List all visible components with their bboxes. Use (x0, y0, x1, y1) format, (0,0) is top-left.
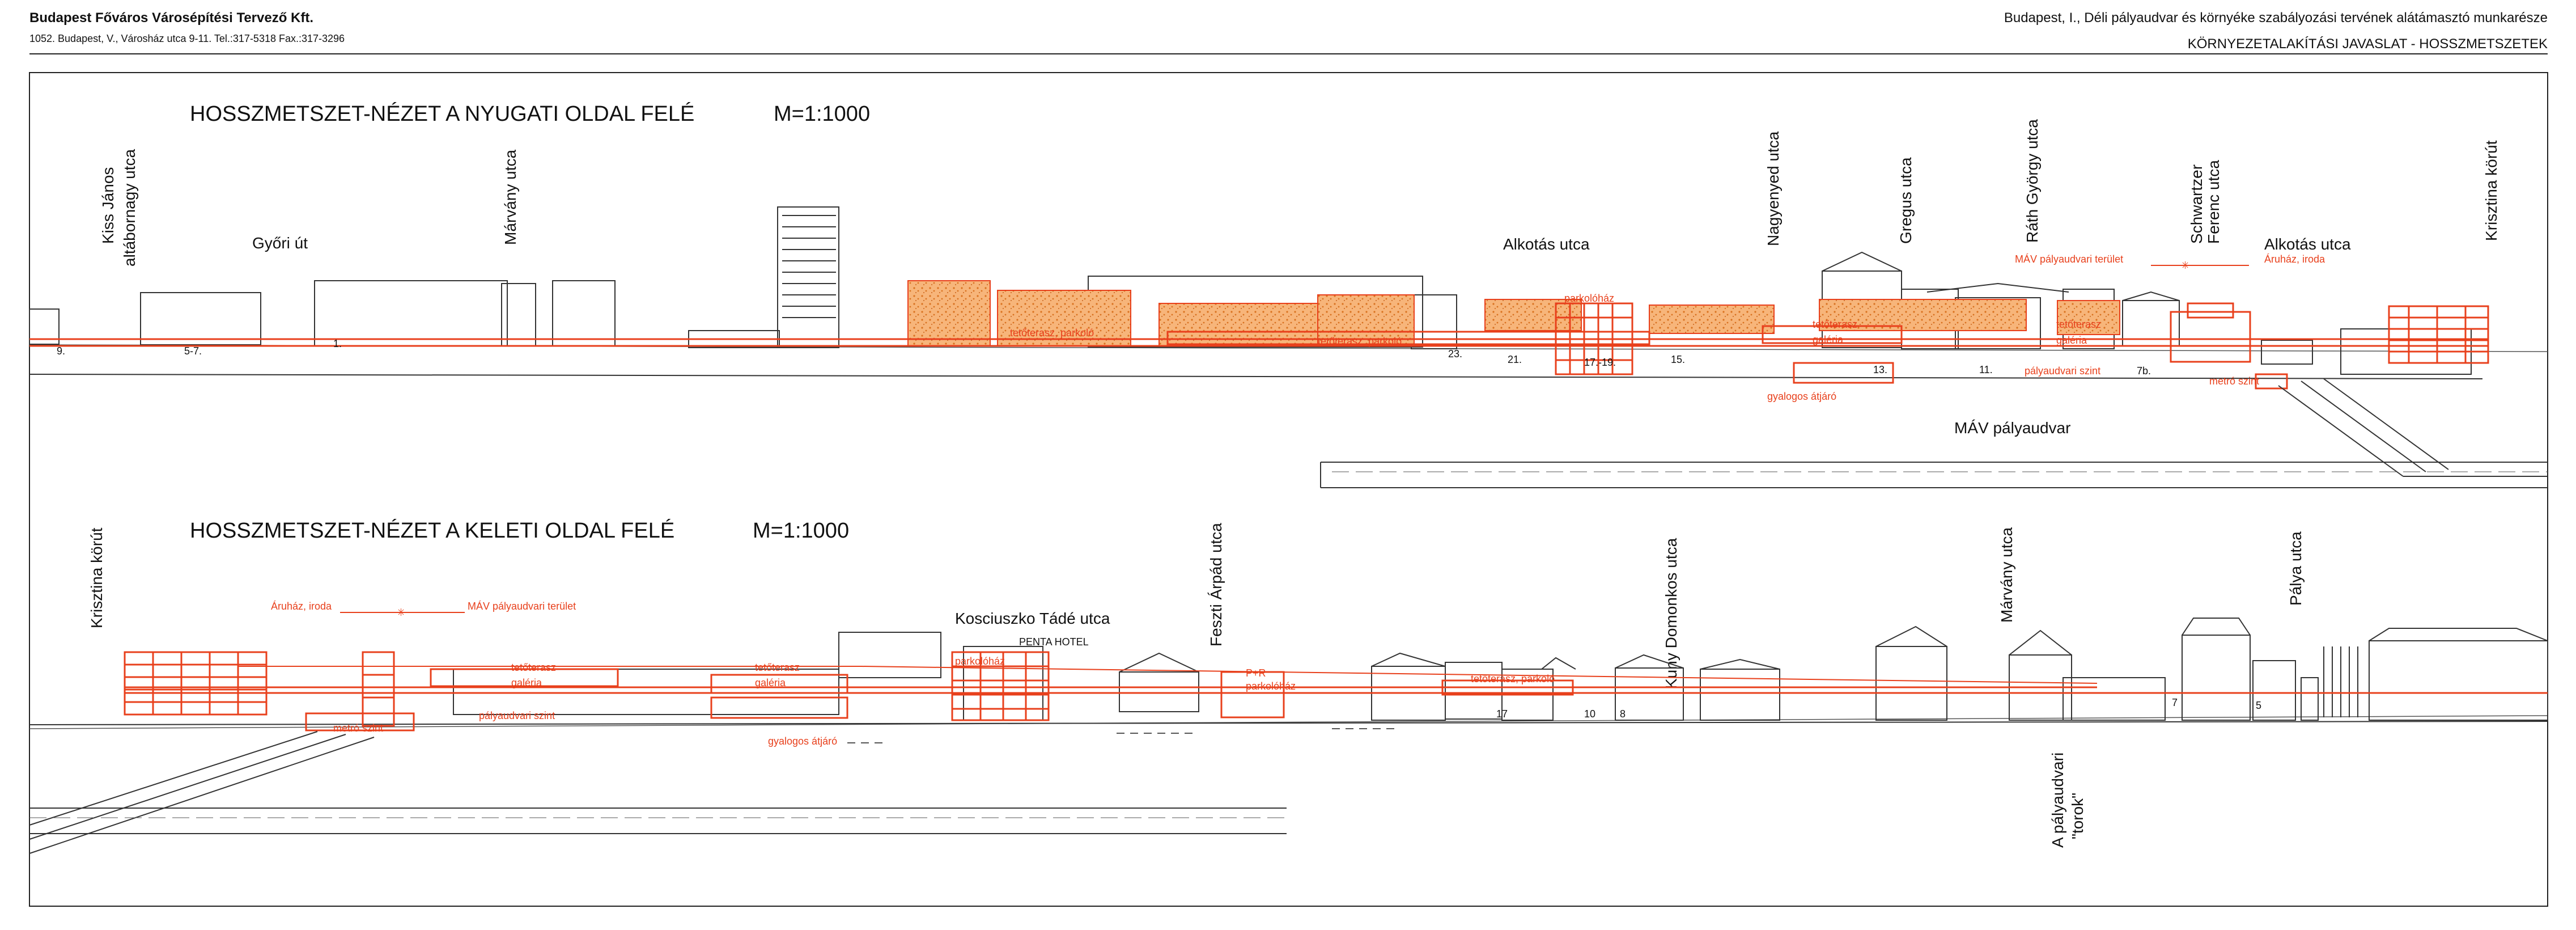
label-metro-szint-west: metró szint (2209, 375, 2259, 387)
street-palya: Pálya utca (2287, 531, 2305, 606)
label-torok-1: A pályaudvari (2049, 753, 2066, 848)
label-parkolohaz-west: parkolóház (1564, 293, 1614, 304)
west-number: 9. (57, 345, 65, 357)
west-buildings (29, 206, 2472, 375)
east-terrain-line (29, 721, 2548, 725)
east-number: 10 (1584, 708, 1595, 720)
label-penta-hotel: PENTA HOTEL (1019, 636, 1089, 648)
west-number: 21. (1508, 354, 1522, 365)
label-tetoterasz-west-b: tetőterasz (2056, 319, 2101, 330)
west-number: 11. (1979, 364, 1993, 375)
street-gyori: Győri út (252, 234, 308, 252)
street-nagyenyed: Nagyenyed utca (1764, 131, 1782, 246)
street-kosciuszko: Kosciuszko Tádé utca (955, 610, 1110, 627)
street-marvany-east: Márvány utca (1998, 527, 2015, 623)
street-kiss-1: Kiss János (99, 167, 117, 244)
west-number: 23. (1448, 348, 1462, 360)
label-tetoterasz-parkolo-2: tetőterasz, parkoló (1318, 336, 1402, 347)
street-alkotas-2: Alkotás utca (2264, 235, 2351, 253)
label-palyaudvari-szint-east: pályaudvari szint (479, 710, 555, 721)
label-pr-parkolohaz: parkolóház (1246, 680, 1296, 692)
project-title: Budapest, I., Déli pályaudvar és környék… (2004, 10, 2548, 26)
street-kiss-2: altábornagy utca (121, 149, 138, 267)
west-orange-structure (29, 302, 2489, 390)
company-name: Budapest Főváros Városépítési Tervező Kf… (29, 10, 314, 26)
street-krisztina: Krisztina körút (2482, 140, 2500, 241)
west-number: 13. (1873, 364, 1887, 375)
west-title: HOSSZMETSZET-NÉZET A NYUGATI OLDAL FELÉ (190, 102, 694, 126)
label-mav-terulet-west: MÁV pályaudvari terület (2015, 253, 2123, 265)
label-gyalogos-east: gyalogos átjáró (768, 735, 837, 747)
street-alkotas-1: Alkotás utca (1503, 235, 1590, 253)
street-schwartzer-1: Schwartzer (2188, 164, 2205, 244)
east-house-numbers: 17 10 8 7 5 (1496, 697, 2261, 720)
sheet-title: KÖRNYEZETALAKÍTÁSI JAVASLAT - HOSSZMETSZ… (2187, 36, 2548, 52)
east-orange-structure (124, 651, 2548, 732)
label-gyalogos-west: gyalogos átjáró (1767, 391, 1836, 402)
east-ground-line (29, 715, 2548, 729)
east-platform-lines (29, 808, 1287, 834)
label-galeria-east-a: galéria (511, 677, 542, 688)
east-title: HOSSZMETSZET-NÉZET A KELETI OLDAL FELÉ (190, 518, 674, 543)
east-number: 7 (2172, 697, 2178, 708)
east-number: 5 (2256, 700, 2261, 711)
label-galeria-east-b: galéria (755, 677, 786, 688)
west-scale: M=1:1000 (774, 102, 870, 126)
east-section: HOSSZMETSZET-NÉZET A KELETI OLDAL FELÉ M… (29, 518, 2548, 854)
label-mav-terulet-east: MÁV pályaudvari terület (468, 601, 576, 612)
street-rath: Ráth György utca (2023, 119, 2041, 243)
west-number: 17.-19. (1584, 357, 1616, 368)
east-scale: M=1:1000 (753, 519, 849, 543)
label-aruhaz-west: Áruház, iroda (2264, 253, 2325, 265)
label-mav-palyaudvar: MÁV pályaudvar (1954, 419, 2070, 437)
mav-terulet-star: ✳ (2181, 260, 2189, 271)
label-tetoterasz-east-c: tetőterasz, parkoló (1471, 673, 1555, 684)
west-number: 7b. (2137, 365, 2151, 377)
west-metro-ramp (2278, 378, 2548, 477)
label-torok-2: "torok" (2069, 793, 2086, 839)
street-marvany: Márvány utca (502, 150, 519, 245)
east-number: 17 (1496, 708, 1508, 720)
street-feszti: Feszti Árpád utca (1207, 523, 1225, 646)
label-aruhaz-east: Áruház, iroda (271, 601, 332, 612)
label-pr: P+R (1246, 667, 1266, 679)
label-tetoterasz-parkolo-1: tetőterasz, parkoló (1010, 327, 1094, 339)
label-galeria-west-a: galéria (1813, 334, 1844, 345)
terrain-line (29, 374, 2483, 379)
label-tetoterasz-east-a: tetőterasz (511, 662, 556, 673)
west-number: 1. (333, 338, 342, 349)
east-ring-row (238, 666, 2098, 684)
east-number: 8 (1620, 708, 1626, 720)
label-galeria-west-b: galéria (2056, 335, 2087, 346)
west-section: HOSSZMETSZET-NÉZET A NYUGATI OLDAL FELÉ … (29, 102, 2548, 488)
street-schwartzer-2: Ferenc utca (2205, 160, 2222, 244)
west-number: 5-7. (184, 345, 202, 357)
header-rule (29, 53, 2548, 54)
street-gregus: Gregus utca (1897, 157, 1915, 244)
west-number: 15. (1671, 354, 1685, 365)
label-palyaudvari-szint-west: pályaudvari szint (2025, 365, 2100, 377)
street-krisztina-east: Krisztina körút (88, 527, 105, 628)
label-metro-szint-east: metró szint (333, 722, 383, 734)
east-metro-ramp (29, 731, 375, 854)
label-tetoterasz-east-b: tetőterasz (755, 662, 800, 673)
drawing-frame (29, 72, 2548, 907)
west-platform-lines (1320, 462, 2548, 488)
label-parkolohaz-east: parkolóház (955, 656, 1005, 667)
company-address: 1052. Budapest, V., Városház utca 9-11. … (29, 33, 345, 44)
mav-terulet-star-east: ✳ (397, 607, 405, 618)
label-tetoterasz-west-a: tetőterasz (1813, 319, 1857, 330)
west-house-numbers: 9. 5-7. 1. 23. 21. 17.-19. 15. 13. 11. 7… (57, 338, 2151, 377)
